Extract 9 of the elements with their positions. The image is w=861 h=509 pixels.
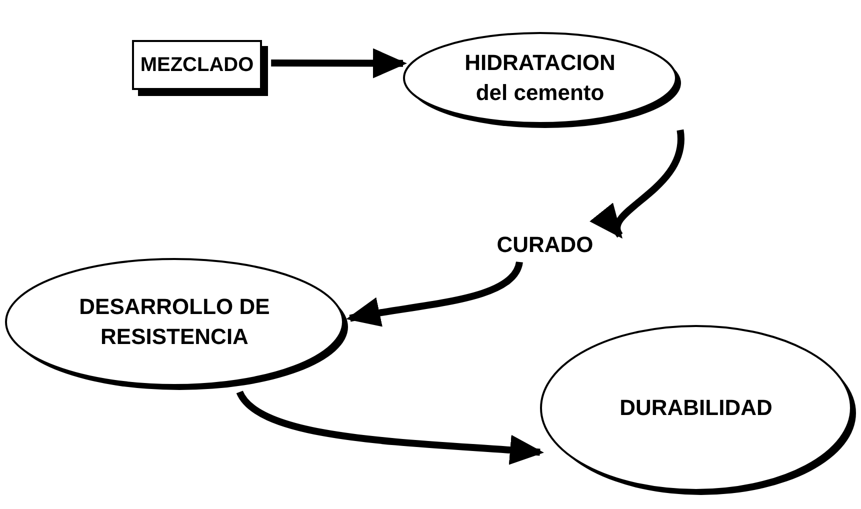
arrow xyxy=(236,390,544,465)
arrow xyxy=(271,48,407,78)
node-text: HIDRATACION del cemento xyxy=(464,49,616,107)
ellipse-node xyxy=(540,325,858,497)
node-text: DESARROLLO DE RESISTENCIA xyxy=(78,293,271,351)
step-label: CURADO xyxy=(470,228,620,262)
ellipse-node xyxy=(5,258,350,392)
ellipse-node xyxy=(403,32,683,130)
node-text: DURABILIDAD xyxy=(620,394,772,422)
